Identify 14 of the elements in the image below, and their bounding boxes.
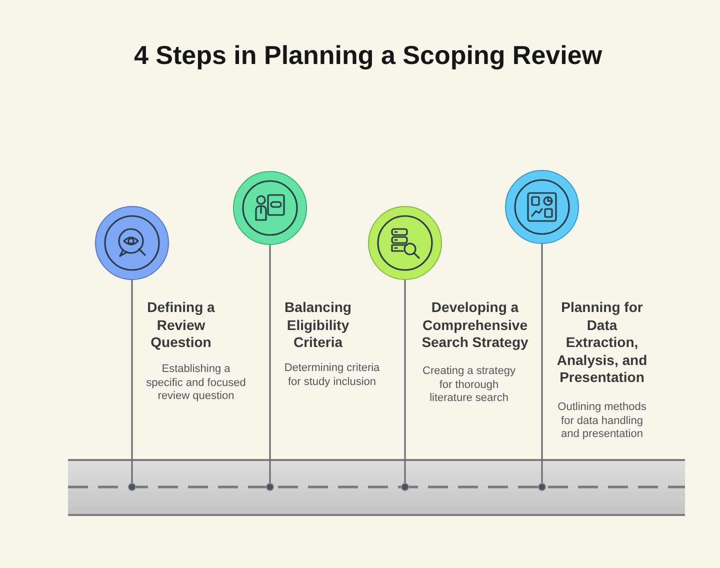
connector-line (128, 280, 136, 492)
connector-line (400, 280, 410, 492)
diagram-title: 4 Steps in Planning a Scoping Review (132, 40, 604, 71)
step-title: Planning for Data Extraction, Analysis, and Presentation (556, 299, 648, 387)
connector-line (266, 245, 274, 492)
step-description: Determining criteria for study inclusion (283, 362, 381, 390)
connector-line (538, 244, 546, 492)
road-band (68, 459, 685, 516)
step-title: Balancing Eligibility Criteria (284, 299, 352, 352)
step-description: Creating a strategy for thorough literature search (422, 365, 516, 406)
step-description: Establishing a specific and focused review question (145, 363, 247, 404)
step-description: Outlining methods for data handling and presentation (556, 401, 648, 442)
step-title: Defining a Review Question (146, 299, 216, 352)
step-title: Developing a Comprehensive Search Strategy (420, 299, 530, 352)
